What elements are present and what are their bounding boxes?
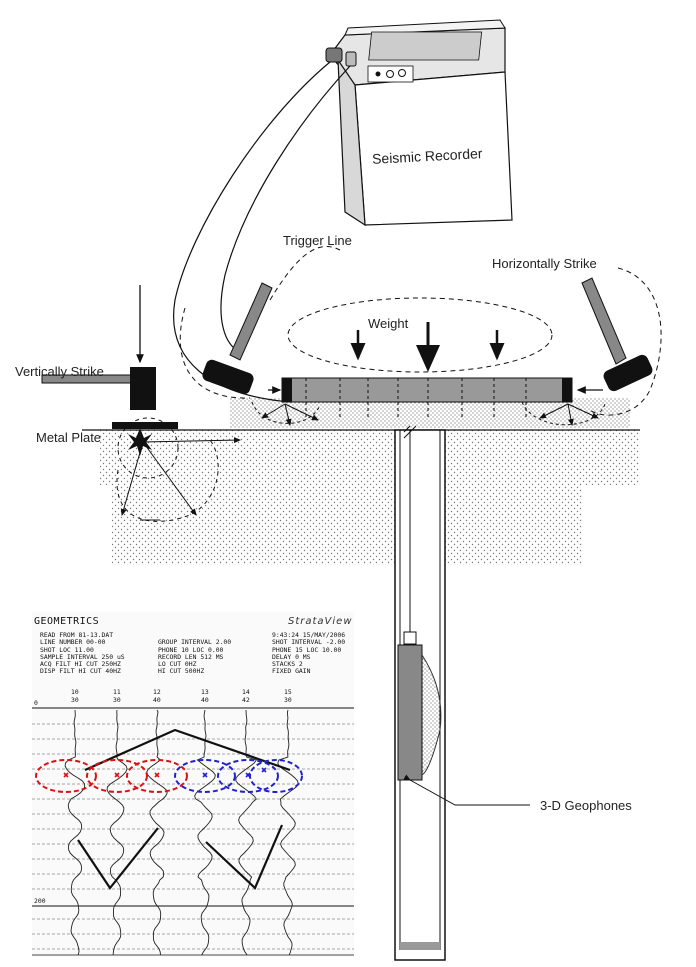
seismogram-gridlines bbox=[32, 723, 354, 950]
channel-gain: 40 bbox=[201, 696, 209, 704]
seismic-trace bbox=[194, 709, 216, 956]
seismic-trace bbox=[277, 709, 299, 956]
channel-number: 10 bbox=[71, 688, 79, 696]
header-left: SHOT LOC 11.00 bbox=[40, 645, 94, 654]
seismogram-traces bbox=[64, 709, 299, 956]
left-hammer bbox=[179, 246, 341, 399]
seismogram-panel bbox=[32, 612, 354, 957]
channel-number: 11 bbox=[113, 688, 121, 696]
seismogram-brand: StrataView bbox=[288, 616, 353, 627]
reflection-line-left bbox=[77, 827, 159, 890]
header-right: STACKS 2 bbox=[272, 660, 303, 669]
channel-number: 14 bbox=[242, 688, 250, 696]
vertically-strike-label: Vertically Strike bbox=[15, 364, 104, 379]
channel-gain: 30 bbox=[113, 696, 121, 704]
right-hammer bbox=[576, 267, 662, 416]
channel-number: 12 bbox=[153, 688, 161, 696]
time-label-0: 0 bbox=[34, 699, 38, 707]
seismic-trace bbox=[235, 709, 258, 956]
channel-gain: 42 bbox=[242, 696, 250, 704]
pick-ellipse-red bbox=[126, 759, 188, 793]
header-left: LINE NUMBER 00-00 bbox=[40, 638, 106, 647]
header-left: DISP FILT HI CUT 40HZ bbox=[40, 667, 121, 676]
header-mid: HI CUT 500HZ bbox=[158, 667, 205, 676]
seismogram-header-row: READ FROM 81-13.DAT 9:43:24 15/MAY/2006 bbox=[40, 631, 352, 639]
horizontally-strike-label: Horizontally Strike bbox=[492, 256, 597, 271]
channel-number: 15 bbox=[284, 688, 292, 696]
seismogram-header-row: SHOT LOC 11.00 PHONE 10 LOC 0.00 PHONE 15 … bbox=[40, 645, 352, 654]
pick-ellipse-red bbox=[35, 759, 97, 793]
header-right: SHOT INTERVAL -2.00 bbox=[272, 638, 346, 647]
trigger-line-label: Trigger Line bbox=[283, 233, 352, 248]
reflection-line-top bbox=[84, 728, 291, 772]
header-left: READ FROM 81-13.DAT bbox=[40, 631, 114, 639]
metal-plate-label: Metal Plate bbox=[36, 430, 102, 445]
pick-ellipse-blue bbox=[217, 759, 279, 793]
header-mid: RECORD LEN 512 MS bbox=[158, 652, 224, 661]
time-label-200: 200 bbox=[34, 897, 46, 905]
header-right: DELAY 0 MS bbox=[272, 652, 311, 661]
header-left: SAMPLE INTERVAL 250 uS bbox=[40, 652, 125, 661]
header-right: 9:43:24 15/MAY/2006 bbox=[272, 631, 346, 639]
pick-ellipse-blue bbox=[174, 759, 236, 793]
seismic-recorder bbox=[325, 19, 513, 227]
reflection-line-right bbox=[205, 824, 284, 890]
channel-gain: 30 bbox=[284, 696, 292, 704]
channel-number: 13 bbox=[201, 688, 209, 696]
channel-gain: 30 bbox=[71, 696, 79, 704]
seismogram-header-row: DISP FILT HI CUT 40HZ HI CUT 500HZ FIXED G… bbox=[40, 667, 352, 676]
trigger-cables bbox=[173, 61, 351, 403]
header-mid: GROUP INTERVAL 2.00 bbox=[158, 638, 232, 647]
header-mid: PHONE 10 LOC 0.00 bbox=[158, 645, 224, 654]
weight-label: Weight bbox=[368, 316, 409, 331]
header-right: PHONE 15 LOC 10.00 bbox=[272, 645, 342, 654]
seismogram-header-row: LINE NUMBER 00-00 GROUP INTERVAL 2.00 SHOT… bbox=[40, 638, 352, 647]
seismogram-header-row: ACQ FILT HI CUT 250HZ LO CUT 0HZ STACKS 2 bbox=[40, 660, 352, 669]
header-right: FIXED GAIN bbox=[272, 667, 311, 676]
seismogram-maker: GEOMETRICS bbox=[34, 616, 100, 627]
header-left: ACQ FILT HI CUT 250HZ bbox=[40, 660, 121, 669]
plank-beam bbox=[251, 297, 606, 426]
seismic-trace bbox=[106, 709, 128, 956]
seismogram-header-row: SAMPLE INTERVAL 250 uS RECORD LEN 512 MS D… bbox=[40, 652, 352, 661]
geophone-sonde bbox=[397, 430, 530, 806]
channel-gain: 40 bbox=[153, 696, 161, 704]
ground bbox=[82, 398, 640, 565]
vertical-strike-source bbox=[41, 285, 241, 522]
header-mid: LO CUT 0HZ bbox=[158, 660, 197, 669]
seismic-trace bbox=[146, 709, 168, 956]
seismic-trace bbox=[64, 709, 86, 956]
geophones-label: 3-D Geophones bbox=[540, 798, 632, 813]
pick-ellipse-red bbox=[86, 759, 148, 793]
